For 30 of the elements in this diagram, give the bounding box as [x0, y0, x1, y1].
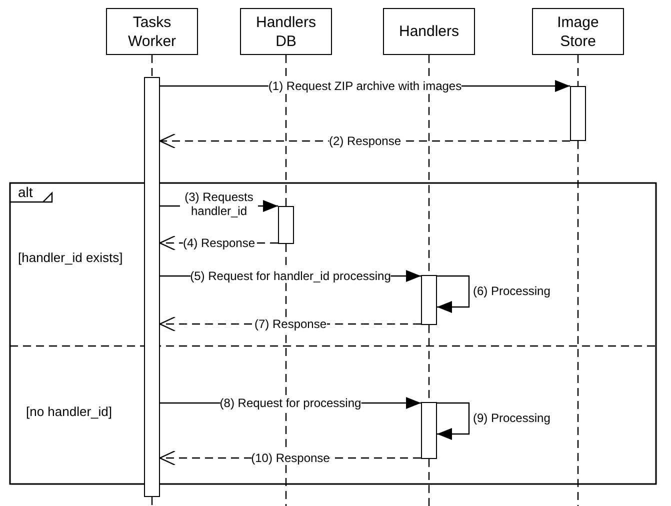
activation-bar: [421, 402, 437, 459]
participant-box: Handlers: [383, 8, 475, 55]
lifeline: [428, 459, 430, 506]
message-label: (2) Response: [328, 134, 402, 148]
activation-bar: [421, 275, 437, 325]
guard-condition: [handler_id exists]: [18, 250, 123, 265]
self-message-arrow: [437, 275, 470, 313]
message-label: (9) Processing: [473, 410, 550, 424]
lifeline: [151, 55, 153, 77]
activation-bar: [278, 206, 294, 244]
message-label: (8) Request for processing: [220, 396, 362, 410]
message-label: (6) Processing: [473, 284, 550, 298]
message-label: (1) Request ZIP archive with images: [268, 79, 462, 93]
activation-bar: [144, 77, 160, 497]
guard-condition: [no handler_id]: [26, 404, 112, 419]
activation-bar: [570, 86, 586, 141]
message-label: (3) Requests handler_id: [180, 190, 258, 218]
lifeline: [285, 55, 287, 206]
lifeline: [577, 141, 579, 506]
self-message-arrow: [437, 402, 470, 440]
frame-label: alt: [18, 184, 33, 201]
lifeline: [151, 497, 153, 506]
participant-box: Handlers DB: [240, 8, 332, 55]
message-label: (10) Response: [251, 451, 330, 465]
message-label: (5) Request for handler_id processing: [190, 269, 391, 283]
participant-box: Tasks Worker: [106, 8, 198, 55]
message-label: (7) Response: [254, 317, 327, 331]
message-label: (4) Response: [182, 236, 256, 250]
participant-box: Image Store: [532, 8, 624, 55]
lifeline: [577, 55, 579, 86]
